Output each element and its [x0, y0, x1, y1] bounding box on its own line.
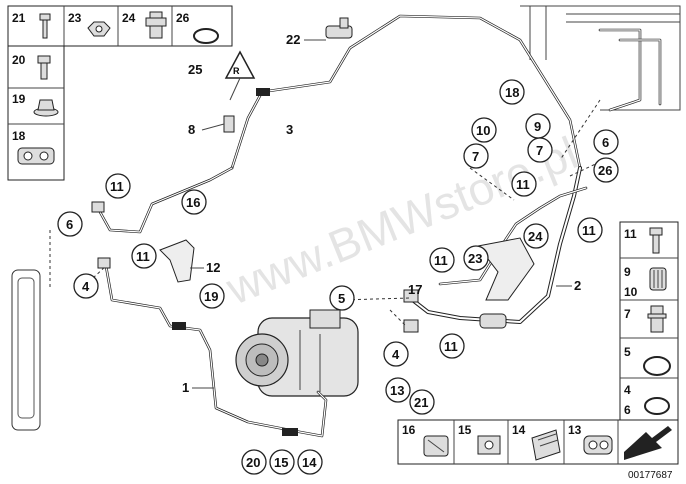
callout-20: 20 [246, 455, 260, 470]
callout-7b: 7 [536, 143, 543, 158]
panel-label-19: 19 [12, 92, 26, 106]
valve-cap-icon [649, 267, 667, 291]
warning-sign-25: R [224, 50, 256, 79]
panel-label-26: 26 [176, 11, 190, 25]
callout-6-left: 6 [66, 217, 73, 232]
svg-text:R: R [233, 66, 240, 76]
arrow-icon [624, 426, 672, 460]
callout-26: 26 [598, 163, 612, 178]
bottom-parts-panel: 16 15 14 13 [397, 419, 679, 465]
receiver-drier [11, 269, 41, 431]
callout-16: 16 [186, 195, 200, 210]
callout-22: 22 [286, 32, 300, 47]
nut-icon [87, 21, 111, 37]
callout-23: 23 [468, 251, 482, 266]
callout-1: 1 [182, 380, 189, 395]
o-ring-icon [644, 397, 670, 415]
flange-nut-icon [33, 99, 59, 117]
callout-11-far-right: 11 [582, 223, 596, 238]
panel-label-9: 9 [624, 265, 631, 279]
clip-22 [325, 17, 353, 39]
panel-label-18: 18 [12, 129, 26, 143]
callout-3: 3 [286, 122, 293, 137]
callout-15: 15 [274, 455, 288, 470]
panel-label-5: 5 [624, 345, 631, 359]
bracket-12 [159, 239, 195, 283]
panel-label-14: 14 [512, 423, 526, 437]
callout-9: 9 [534, 119, 541, 134]
hose-line-16 [91, 166, 234, 234]
callout-6-right: 6 [602, 135, 609, 150]
callout-7a: 7 [472, 149, 479, 164]
callout-13: 13 [390, 383, 404, 398]
hose-line-3 [230, 14, 582, 170]
hose-line-1 [97, 257, 328, 438]
callout-24: 24 [528, 229, 543, 244]
callout-circles: 18 10 7 9 7 11 6 26 24 11 23 11 11 5 4 1… [57, 79, 619, 475]
callout-11-left: 11 [110, 179, 124, 194]
leader-lines [49, 77, 605, 327]
service-valve-icon [647, 305, 667, 333]
callout-10: 10 [476, 123, 490, 138]
callout-14: 14 [302, 455, 317, 470]
panel-label-10: 10 [624, 285, 638, 299]
panel-label-4: 4 [624, 383, 631, 397]
clip-nut-icon [477, 435, 501, 455]
panel-label-6: 6 [624, 403, 631, 417]
right-parts-panel: 11 9 10 7 5 4 6 [619, 221, 679, 423]
protective-sleeve-icon [531, 429, 561, 461]
panel-label-13: 13 [568, 423, 582, 437]
callout-19: 19 [204, 289, 218, 304]
callout-4-left: 4 [82, 279, 90, 294]
diagram-number: 00177687 [628, 470, 673, 481]
hose-line-17 [438, 186, 588, 286]
panel-label-24: 24 [122, 11, 136, 25]
valve-8 [223, 115, 235, 133]
callout-25: 25 [188, 62, 202, 77]
panel-label-15: 15 [458, 423, 472, 437]
callout-11-lower: 11 [444, 339, 458, 354]
callout-2: 2 [574, 278, 581, 293]
hose-clip-icon [423, 435, 449, 457]
panel-label-21: 21 [12, 11, 26, 25]
callout-21: 21 [414, 395, 428, 410]
panel-label-7: 7 [624, 307, 631, 321]
callout-8: 8 [188, 122, 195, 137]
bolt-icon [39, 13, 51, 39]
callout-18: 18 [505, 85, 519, 100]
panel-label-20: 20 [12, 53, 26, 67]
seal-ring-icon [643, 356, 671, 376]
panel-label-16: 16 [402, 423, 416, 437]
callout-17: 17 [408, 282, 422, 297]
left-parts-panel: 21 23 24 26 20 19 18 [7, 5, 233, 181]
callout-5: 5 [338, 291, 345, 306]
callout-11-mid: 11 [434, 253, 448, 268]
callout-11-right: 11 [516, 177, 530, 192]
condenser [520, 5, 681, 112]
ac-compressor [235, 309, 359, 397]
panel-label-23: 23 [68, 11, 82, 25]
bracket-clip-icon [145, 11, 167, 39]
bracket-23 [477, 237, 535, 301]
callout-12: 12 [206, 260, 220, 275]
double-clamp-icon [583, 435, 613, 455]
hose-line-2 [403, 166, 582, 333]
pipe-clamp-icon [17, 147, 55, 165]
callout-11-lower-left: 11 [136, 249, 150, 264]
o-ring-icon [193, 28, 219, 44]
callout-4-mid: 4 [392, 347, 400, 362]
panel-label-11: 11 [624, 227, 637, 241]
bolt-icon [37, 55, 51, 80]
screw-icon [649, 227, 663, 254]
